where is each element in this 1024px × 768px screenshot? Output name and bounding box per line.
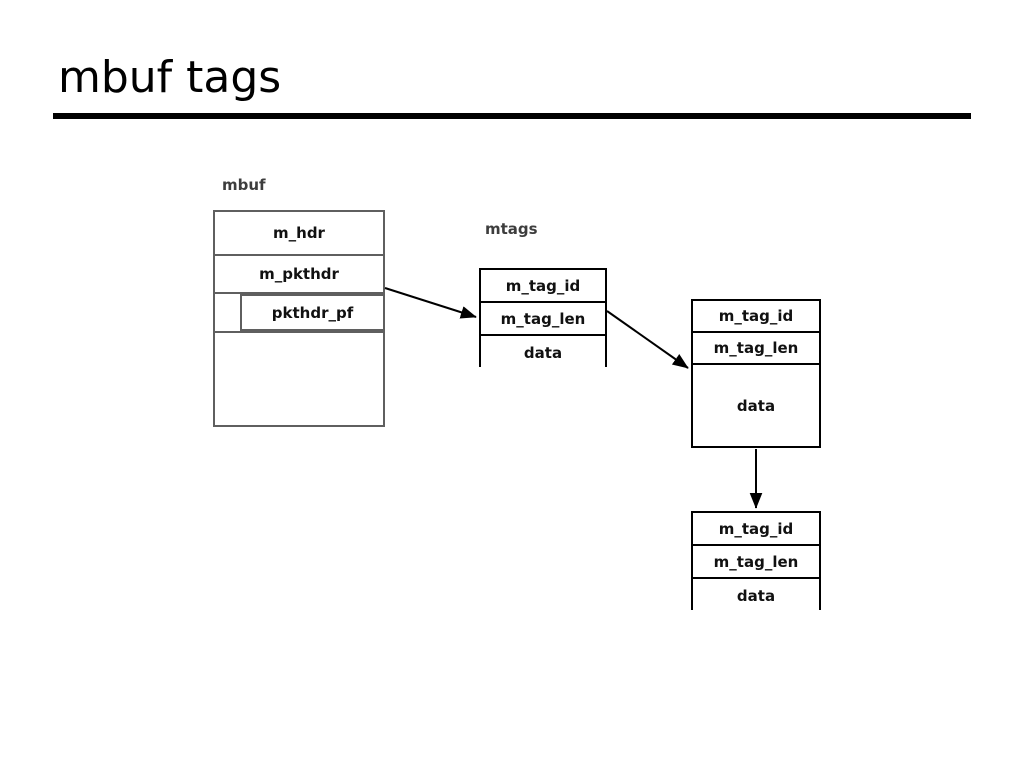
title-divider — [53, 113, 971, 119]
mtag-row-data: data — [481, 336, 605, 369]
mtag-row-data: data — [693, 579, 819, 612]
mtag-box-1: m_tag_id m_tag_len data — [479, 268, 607, 369]
arrow-tag1-to-tag2 — [606, 310, 689, 369]
mbuf-row-m-pkthdr: m_pkthdr — [215, 256, 383, 294]
mtag-box-3: m_tag_id m_tag_len data — [691, 511, 821, 612]
mtag-row-m-tag-len: m_tag_len — [481, 303, 605, 336]
mtag-box-2: m_tag_id m_tag_len data — [691, 299, 821, 448]
page-title: mbuf tags — [58, 52, 282, 103]
mtag-row-m-tag-len: m_tag_len — [693, 546, 819, 579]
mbuf-row-pkthdr-pf: pkthdr_pf — [240, 294, 383, 331]
mbuf-row-m-hdr: m_hdr — [215, 212, 383, 256]
mbuf-struct-box: m_hdr m_pkthdr pkthdr_pf — [213, 210, 385, 427]
mtag-row-m-tag-id: m_tag_id — [481, 270, 605, 303]
mbuf-row-body — [215, 331, 383, 425]
mtag-row-m-tag-len: m_tag_len — [693, 333, 819, 365]
mtag-row-m-tag-id: m_tag_id — [693, 513, 819, 546]
mtags-caption: mtags — [485, 220, 538, 238]
mtag-row-data: data — [693, 365, 819, 446]
mbuf-caption: mbuf — [222, 176, 266, 194]
mtag-row-m-tag-id: m_tag_id — [693, 301, 819, 333]
arrow-mbuf-to-tag1 — [384, 287, 477, 319]
